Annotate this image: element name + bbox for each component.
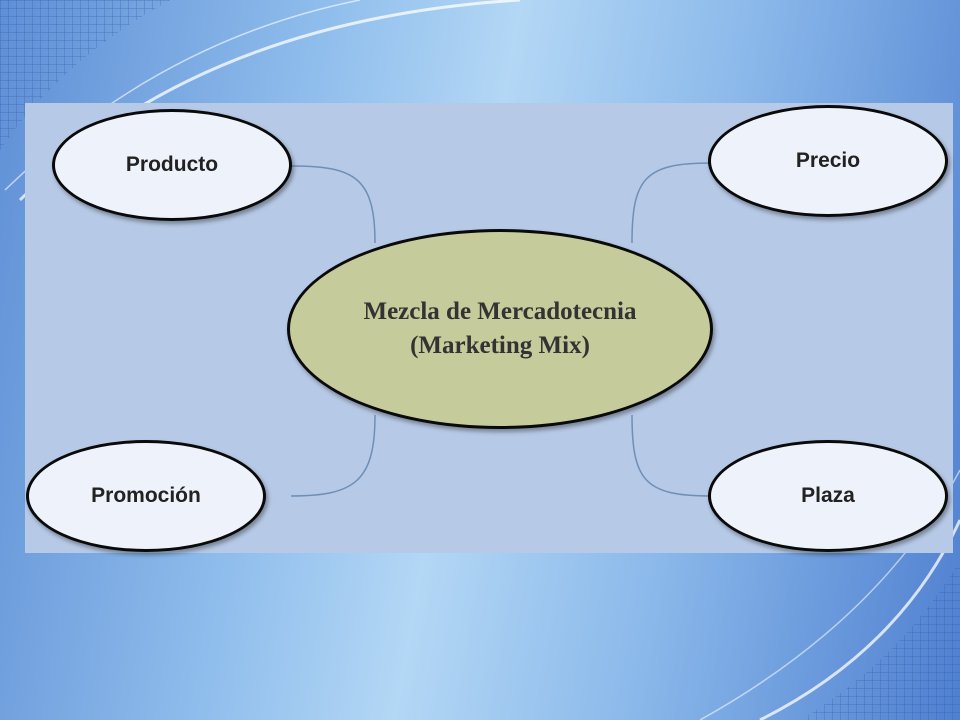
connector-precio [631,162,712,244]
node-label: Precio [795,149,861,172]
grid-corner-bottom-right [800,560,960,720]
node-promocion: Promoción [26,440,266,552]
node-label: Promoción [91,484,201,507]
connector-lines [290,162,712,497]
node-plaza: Plaza [708,440,948,552]
connector-promocion [290,414,376,497]
connector-plaza [631,414,712,497]
marketing-mix-diagram: Producto Precio Promoción Plaza Mezcla d… [25,103,953,553]
grid-corner-top-left [0,0,170,150]
node-label: Producto [125,153,219,176]
node-producto: Producto [52,109,292,221]
node-precio: Precio [708,105,948,217]
node-label: Plaza [801,484,855,507]
center-title: Mezcla de Mercadotecnia (Marketing Mix) [363,295,636,363]
center-title-line2: (Marketing Mix) [410,332,590,359]
node-center-marketing-mix: Mezcla de Mercadotecnia (Marketing Mix) [287,229,713,429]
connector-producto [291,165,376,244]
center-title-line1: Mezcla de Mercadotecnia [363,298,637,325]
